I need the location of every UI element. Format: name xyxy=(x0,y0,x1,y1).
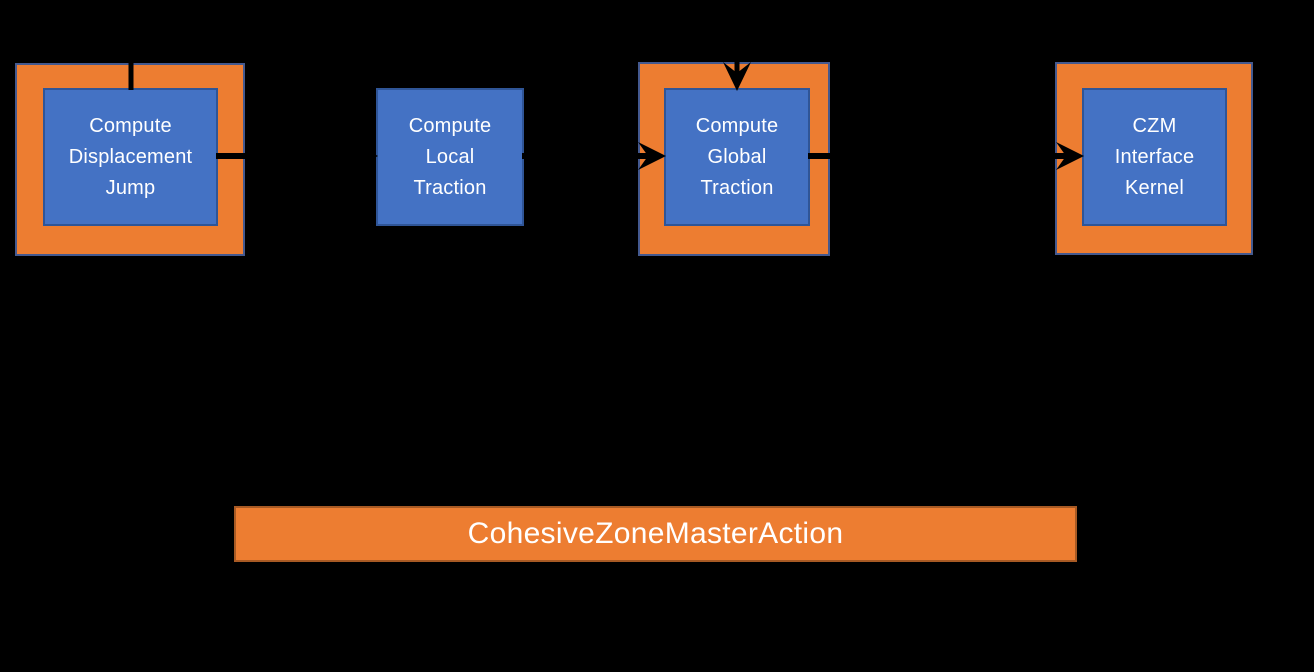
node-compute-displacement-jump: Compute Displacement Jump xyxy=(43,88,218,226)
node-compute-local-traction: Compute Local Traction xyxy=(376,88,524,226)
node-label-compute-displacement-jump: Compute Displacement Jump xyxy=(68,114,193,199)
node-compute-global-traction: Compute Global Traction xyxy=(664,88,810,226)
action-bar-label: CohesiveZoneMasterAction xyxy=(467,517,844,550)
cohesive-zone-master-action-bar: CohesiveZoneMasterAction xyxy=(234,506,1077,562)
node-czm-interface-kernel: CZM Interface Kernel xyxy=(1082,88,1227,226)
node-label-czm-interface-kernel: CZM Interface Kernel xyxy=(1114,114,1195,199)
connector-displacement-to-local-arrowhead xyxy=(350,142,378,170)
node-label-compute-global-traction: Compute Global Traction xyxy=(695,114,779,199)
connector-local-to-global-line xyxy=(522,153,650,159)
node-label-compute-local-traction: Compute Local Traction xyxy=(408,114,492,199)
connector-global-to-kernel-line xyxy=(808,153,1068,159)
